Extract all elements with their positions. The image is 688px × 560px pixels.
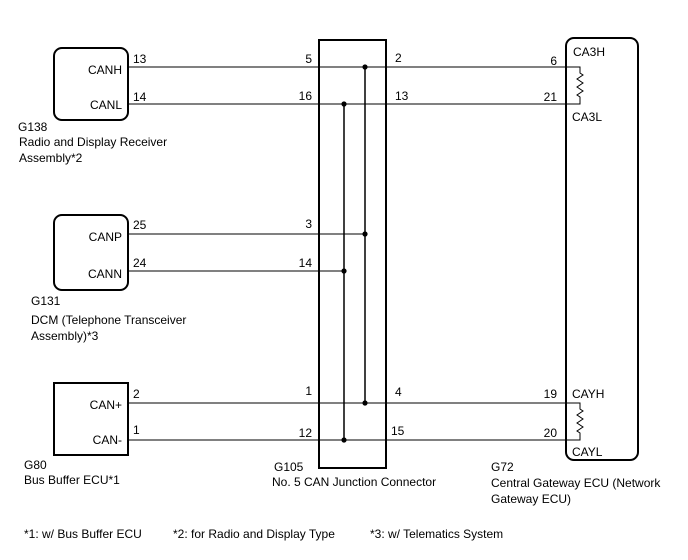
g138-canh-label: CANH	[88, 63, 122, 77]
g80-name-line-1: Bus Buffer ECU*1	[24, 473, 120, 487]
g131-name-line-1: DCM (Telephone Transceiver	[31, 313, 186, 327]
g138-name-line-2: Assembly*2	[19, 151, 83, 165]
g105-pin-13: 13	[395, 89, 409, 103]
g72-box	[565, 37, 639, 461]
g105-pin-2: 2	[395, 51, 402, 65]
footnote-1: *1: w/ Bus Buffer ECU	[24, 527, 142, 541]
g72-pin-6: 6	[550, 54, 557, 68]
footnote-2: *2: for Radio and Display Type	[173, 527, 335, 541]
g80-pin-canminus: 1	[133, 423, 140, 437]
g80-canminus-label: CAN-	[93, 433, 122, 447]
g105-pin-16: 16	[299, 89, 313, 103]
g131-code: G131	[31, 294, 61, 308]
g131-box	[53, 214, 129, 291]
g131-canp-label: CANP	[89, 230, 122, 244]
g72-cayh-label: CAYH	[572, 387, 604, 401]
g72-ca3l-label: CA3L	[572, 110, 602, 124]
g138-code: G138	[18, 120, 48, 134]
g138-canl-label: CANL	[90, 98, 122, 112]
g138-pin-canh: 13	[133, 52, 147, 66]
g80-pin-canplus: 2	[133, 387, 140, 401]
terminating-resistor	[567, 402, 584, 441]
g72-pin-20: 20	[544, 426, 558, 440]
g138-box	[53, 47, 129, 121]
g138-name-line-1: Radio and Display Receiver	[19, 135, 167, 149]
g80-canplus-label: CAN+	[90, 398, 122, 412]
g131-cann-label: CANN	[88, 267, 122, 281]
g105-pin-15: 15	[391, 424, 405, 438]
g131-pin-canp: 25	[133, 218, 147, 232]
g105-pin-14: 14	[299, 256, 313, 270]
g105-pin-12: 12	[299, 426, 313, 440]
g105-box	[318, 39, 387, 469]
g138-pin-canl: 14	[133, 90, 147, 104]
g131-name-line-2: Assembly)*3	[31, 329, 99, 343]
g72-name-line-1: Central Gateway ECU (Network	[491, 476, 661, 490]
g105-pin-5: 5	[305, 52, 312, 66]
g72-cayl-label: CAYL	[572, 445, 603, 459]
g72-code: G72	[491, 460, 514, 474]
g72-pin-19: 19	[544, 387, 558, 401]
g105-pin-3: 3	[305, 217, 312, 231]
g72-name-line-2: Gateway ECU)	[491, 492, 571, 506]
g105-name-line-1: No. 5 CAN Junction Connector	[272, 475, 436, 489]
g105-pin-4: 4	[395, 385, 402, 399]
g131-pin-cann: 24	[133, 256, 147, 270]
g105-pin-1: 1	[305, 384, 312, 398]
terminating-resistor	[567, 66, 584, 105]
g72-pin-21: 21	[544, 90, 558, 104]
g80-box	[53, 382, 129, 456]
g80-code: G80	[24, 458, 47, 472]
g105-code: G105	[274, 460, 304, 474]
g72-ca3h-label: CA3H	[573, 45, 605, 59]
footnote-3: *3: w/ Telematics System	[370, 527, 503, 541]
